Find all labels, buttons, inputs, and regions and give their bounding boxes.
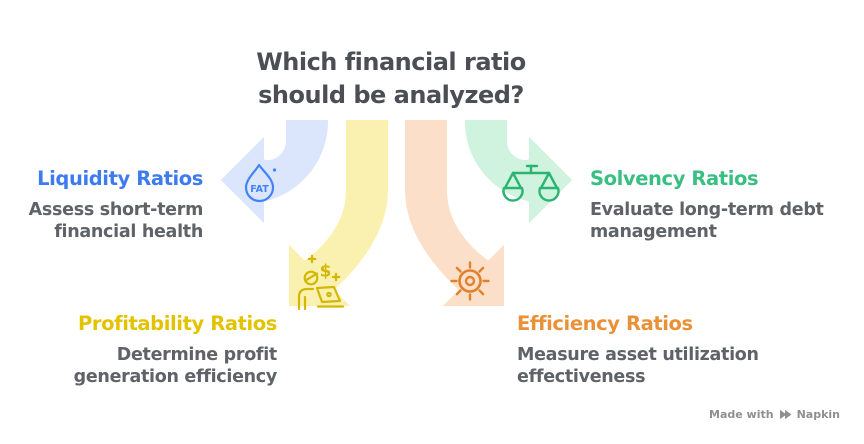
watermark-made-with: Made with [709,408,774,421]
solvency-description: Evaluate long-term debt management [590,199,824,243]
liquidity-desc-line2: financial health [54,222,203,242]
sun-gear-icon [450,261,490,301]
profitability-title: Profitability Ratios [78,312,277,335]
main-question-line2: should be analyzed? [258,81,524,109]
liquidity-arrow-shape [216,116,333,230]
profitability-desc-line1: Determine profit [116,345,278,365]
node-liquidity: Liquidity Ratios Assess short-term finan… [28,167,204,243]
liquidity-arrow: FAT [216,116,333,230]
node-efficiency: Efficiency Ratios Measure asset utilizat… [517,312,759,388]
profitability-description: Determine profit generation efficiency [73,344,278,388]
balance-scale-icon [502,164,560,202]
watermark-brand: Napkin [796,408,840,421]
napkin-logo-icon [779,409,792,420]
main-question-line1: Which financial ratio [256,48,526,76]
water-droplet-icon: FAT [244,163,277,203]
efficiency-description: Measure asset utilization effectiveness [517,344,759,388]
dollar-glyph: $ [320,262,332,282]
efficiency-desc-line2: effectiveness [517,367,646,387]
efficiency-arrow-shape [401,116,508,310]
profitability-desc-line2: generation efficiency [73,367,278,387]
liquidity-desc-line1: Assess short-term [28,200,204,220]
node-profitability: Profitability Ratios Determine profit ge… [73,312,278,388]
main-question: Which financial ratio should be analyzed… [0,46,782,112]
liquidity-title: Liquidity Ratios [37,167,203,190]
efficiency-title: Efficiency Ratios [517,312,693,335]
solvency-desc-line1: Evaluate long-term debt [590,200,824,220]
efficiency-desc-line1: Measure asset utilization [517,345,759,365]
liquidity-description: Assess short-term financial health [28,199,204,243]
solvency-title: Solvency Ratios [590,167,759,190]
solvency-arrow [460,116,577,230]
profitability-arrow: $ [285,116,392,311]
solvency-desc-line2: management [590,222,717,242]
droplet-label: FAT [250,184,269,195]
person-laptop-dollar-icon: $ [297,254,345,311]
napkin-watermark[interactable]: Made with Napkin [709,408,840,421]
node-solvency: Solvency Ratios Evaluate long-term debt … [590,167,824,243]
efficiency-arrow [401,116,508,310]
